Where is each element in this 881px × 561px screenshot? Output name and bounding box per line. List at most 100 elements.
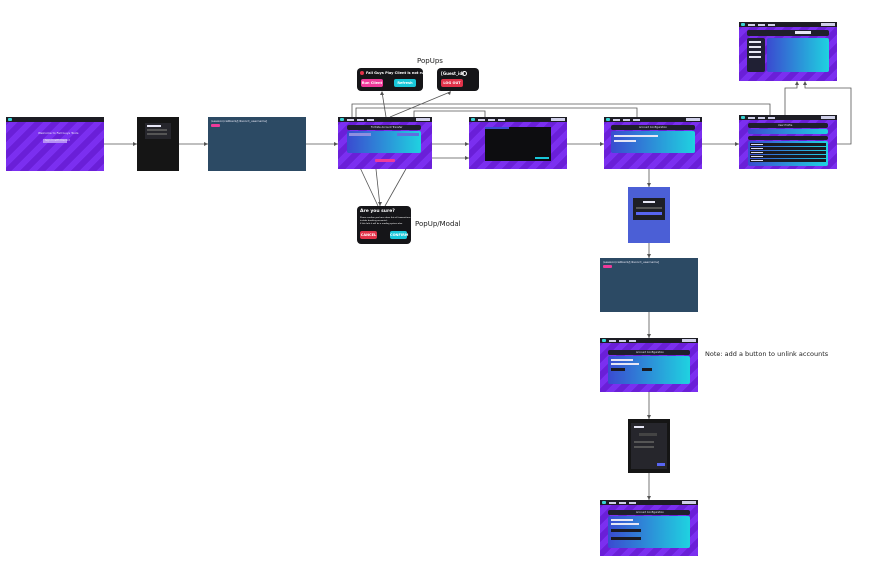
logout-button[interactable]: LOG OUT — [441, 79, 463, 87]
screen-account-config-3: Account Configuration — [600, 500, 698, 556]
transfer-button[interactable] — [375, 159, 395, 162]
user-menu[interactable] — [821, 116, 835, 119]
list-item[interactable] — [750, 143, 826, 146]
screen-callback-2: /session/callback/[discord_username] — [600, 258, 698, 312]
user-menu[interactable] — [821, 23, 835, 26]
submit-button[interactable] — [657, 463, 665, 466]
authorize-button[interactable] — [636, 212, 662, 215]
user-menu[interactable] — [682, 501, 696, 504]
config-select[interactable] — [611, 368, 625, 371]
confirm-button[interactable]: CONFIRM — [390, 231, 409, 239]
config-line — [611, 523, 639, 525]
app-logo-icon — [602, 501, 606, 504]
modal-body-3: If this fails it will be a reading syste… — [360, 223, 403, 225]
dashboard-title: Fortnite Account Transfer — [371, 126, 403, 129]
continue-button[interactable] — [211, 124, 220, 127]
authorize-card — [633, 198, 665, 220]
note-label: Note: add a button to unlink accounts — [705, 350, 829, 358]
config-panel — [608, 356, 690, 384]
popup-client-not-running: Fall Guys Play Client is not running! Ru… — [357, 68, 437, 91]
screen-login: Welcome to Fall Guys Tools Sign in with … — [6, 117, 104, 171]
refresh-button[interactable]: Refresh — [394, 79, 416, 87]
authorize-line — [643, 201, 655, 203]
user-menu[interactable] — [682, 339, 696, 342]
app-logo-icon — [471, 118, 475, 121]
config-title: Account Configuration — [639, 126, 667, 129]
config-title-card: Account Configuration — [608, 350, 690, 355]
select-line — [634, 426, 644, 428]
popup-logout: [Guest_id] LOG OUT — [437, 68, 479, 91]
select-input[interactable] — [639, 433, 657, 436]
config-panel — [608, 516, 690, 548]
list-item[interactable] — [750, 147, 826, 150]
config-title-card: Account Configuration — [608, 510, 690, 515]
screen-discord-select — [628, 419, 670, 473]
modal-body-2: include breaking accounts). — [360, 220, 388, 222]
popup-modal-label: PopUp/Modal — [415, 220, 461, 228]
log-console — [485, 127, 551, 161]
config-select[interactable] — [611, 537, 641, 540]
app-logo-icon — [602, 339, 606, 342]
app-bar — [6, 117, 104, 122]
screen-user-detail — [739, 22, 837, 81]
user-menu[interactable] — [686, 118, 700, 121]
list-header — [748, 136, 828, 140]
config-title-card: Account Configuration — [611, 125, 695, 130]
oauth-line — [147, 125, 161, 127]
app-bar — [600, 338, 698, 343]
callback-url: /session/callback/[discord_username] — [603, 260, 660, 264]
detail-search-input[interactable] — [795, 31, 811, 34]
select-line — [634, 441, 654, 443]
error-icon — [360, 71, 364, 75]
list-item[interactable] — [750, 155, 826, 158]
config-panel — [611, 131, 695, 153]
config-line — [614, 135, 658, 137]
profile-title-card: User Profile — [748, 123, 828, 128]
screen-progress — [469, 117, 567, 169]
detail-title-card — [747, 30, 829, 36]
screen-callback: /session/callback/[discord_username] — [208, 117, 306, 171]
config-line — [611, 363, 639, 365]
oauth-card — [145, 123, 171, 139]
detail-panel — [767, 38, 829, 72]
cancel-button[interactable]: CANCEL — [360, 231, 377, 239]
screen-user-list: User Profile — [739, 115, 837, 169]
user-menu[interactable] — [551, 118, 565, 121]
sidebar-item[interactable] — [749, 41, 761, 43]
done-button[interactable] — [535, 157, 549, 159]
profile-field — [748, 129, 828, 134]
logout-icon — [462, 71, 467, 76]
source-account-field[interactable] — [349, 133, 371, 136]
login-title: Welcome to Fall Guys Tools — [38, 131, 79, 135]
target-account-field[interactable] — [397, 133, 419, 136]
oauth-line — [147, 129, 167, 131]
run-client-button[interactable]: Run Client — [361, 79, 383, 87]
list-item[interactable] — [750, 151, 826, 154]
sidebar-item[interactable] — [749, 56, 761, 58]
screen-discord-oauth — [137, 117, 179, 171]
sidebar-item[interactable] — [749, 51, 761, 53]
app-logo-icon — [340, 118, 344, 121]
sidebar-item[interactable] — [749, 46, 761, 48]
app-logo-icon — [606, 118, 610, 121]
user-list-panel — [748, 141, 828, 166]
link-button[interactable] — [642, 368, 652, 371]
app-logo-icon — [8, 118, 12, 121]
app-bar — [739, 115, 837, 120]
config-line — [614, 140, 636, 142]
app-bar — [604, 117, 702, 122]
modal-confirm: Are you sure? Please confirm you have do… — [357, 206, 418, 244]
list-item[interactable] — [750, 159, 826, 162]
app-bar — [600, 500, 698, 505]
config-line — [611, 519, 633, 521]
detail-sidebar — [747, 38, 765, 72]
user-menu[interactable] — [416, 118, 430, 121]
screen-account-config: Account Configuration — [604, 117, 702, 169]
app-bar — [338, 117, 432, 122]
login-button[interactable]: Sign in with Discord — [43, 139, 70, 143]
continue-button[interactable] — [603, 265, 612, 268]
config-select[interactable] — [611, 529, 641, 532]
dashboard-title-card: Fortnite Account Transfer — [347, 125, 421, 130]
screen-account-config-2: Account Configuration — [600, 338, 698, 392]
app-logo-icon — [741, 23, 745, 26]
